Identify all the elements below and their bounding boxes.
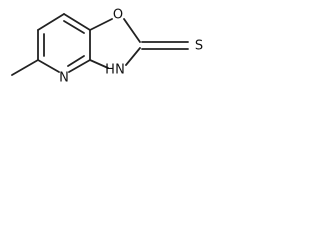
ring-bond-c6-c7	[37, 13, 65, 31]
ring-nitrogen-atom-label: N	[59, 71, 69, 86]
ring-bond-c7-c7a-inner	[63, 20, 85, 34]
ring-bond-o1-c2	[123, 18, 141, 43]
ring-bond-c2-n3	[125, 47, 141, 66]
ring-bond-c7a-o1	[89, 18, 113, 31]
nh-nitrogen-label: N	[115, 63, 125, 78]
ring-bond-n3-c3a	[89, 59, 109, 69]
chemical-structure: O N H N S	[11, 8, 203, 86]
nh-hydrogen-label: H	[105, 63, 115, 78]
ring-bond-c3a-n4-inner	[67, 55, 85, 67]
ring-bond-c7-c7a	[63, 13, 91, 31]
sulfur-atom-label: S	[195, 39, 203, 54]
methyl-bond	[11, 59, 39, 76]
oxygen-atom-label: O	[113, 8, 123, 23]
ring-bond-n4-c5	[37, 59, 60, 73]
ring-bond-c3a-n4	[68, 59, 91, 73]
